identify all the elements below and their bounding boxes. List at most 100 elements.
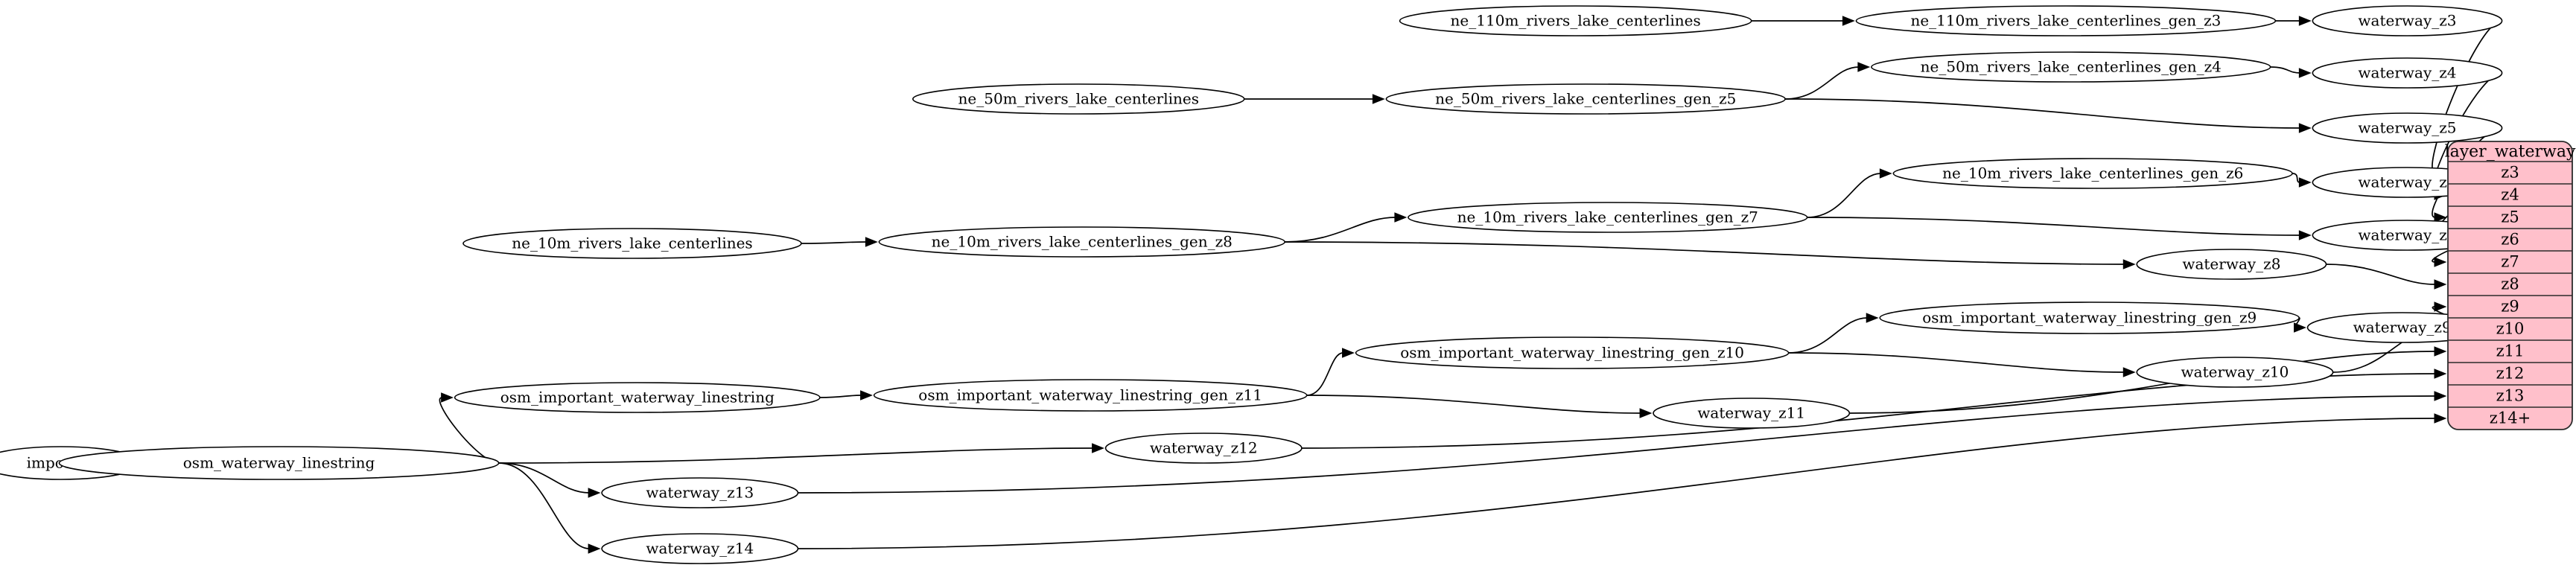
node-ellipse (2312, 112, 2503, 144)
edge-osm_important_waterway_linestring_gen_z10-to-osm_important_waterway_linestring_gen_z9 (1788, 317, 1868, 354)
edge-osm_important_waterway_linestring_gen_z11-to-osm_important_waterway_linestring_gen_z10 (1306, 352, 1343, 396)
edge-waterway_z8-to-layer_waterway-z8 (2326, 264, 2436, 285)
edge-ne_50m_rivers_lake_centerlines_gen_z5-to-ne_50m_rivers_lake_centerlines_gen_z4 (1785, 66, 1859, 100)
node-label-ne_10m_rivers_lake_centerlines_gen_z7: ne_10m_rivers_lake_centerlines_gen_z7 (1457, 208, 1758, 226)
edge-arrowhead (1372, 94, 1385, 104)
graph-node-osm_important_waterway_linestring[interactable]: osm_important_waterway_linestring (454, 382, 821, 413)
graph-node-ne_50m_rivers_lake_centerlines[interactable]: ne_50m_rivers_lake_centerlines (912, 83, 1245, 115)
record-title: layer_waterway (2445, 143, 2576, 162)
node-ellipse (1399, 5, 1752, 36)
record-row-z10[interactable]: z10 (2496, 320, 2525, 338)
graph-node-ne_10m_rivers_lake_centerlines_gen_z7[interactable]: ne_10m_rivers_lake_centerlines_gen_z7 (1408, 202, 1808, 233)
node-ellipse (601, 533, 799, 564)
edge-osm_important_waterway_linestring_gen_z10-to-waterway_z10 (1788, 352, 2125, 373)
graph-node-ne_10m_rivers_lake_centerlines_gen_z6[interactable]: ne_10m_rivers_lake_centerlines_gen_z6 (1892, 158, 2293, 189)
node-label-waterway_z4: waterway_z4 (2358, 64, 2456, 82)
edge-arrowhead (1342, 348, 1355, 358)
record-row-z7[interactable]: z7 (2501, 253, 2519, 271)
graph-node-waterway_z12[interactable]: waterway_z12 (1104, 433, 1303, 464)
edge-ne_10m_rivers_lake_centerlines_gen_z7-to-ne_10m_rivers_lake_centerlines_gen_z6 (1807, 173, 1881, 218)
node-label-ne_10m_rivers_lake_centerlines_gen_z6: ne_10m_rivers_lake_centerlines_gen_z6 (1942, 165, 2243, 182)
edge-osm_waterway_linestring-to-waterway_z13 (498, 462, 590, 494)
edge-ne_10m_rivers_lake_centerlines_gen_z6-to-waterway_z6 (2292, 173, 2300, 183)
node-label-waterway_z12: waterway_z12 (1150, 439, 1258, 457)
node-ellipse (2136, 357, 2334, 388)
record-row-z3[interactable]: z3 (2501, 164, 2519, 182)
record-row-z5[interactable]: z5 (2501, 208, 2519, 226)
edge-arrowhead (1394, 212, 1408, 223)
edge-arrowhead (1639, 408, 1653, 418)
edge-arrowhead (865, 237, 878, 247)
graph-node-waterway_z5[interactable]: waterway_z5 (2312, 112, 2503, 144)
record-node-outline (2447, 141, 2573, 430)
edge-arrowhead (2434, 279, 2447, 290)
edge-arrowhead (2298, 123, 2312, 133)
record-row-z13[interactable]: z13 (2496, 387, 2525, 405)
edge-ne_10m_rivers_lake_centerlines_gen_z8-to-waterway_z8 (1285, 241, 2125, 265)
record-row-z6[interactable]: z6 (2501, 231, 2519, 249)
edge-waterway_z14-to-layer_waterway-z14+ (798, 418, 2436, 549)
node-label-waterway_z6: waterway_z6 (2358, 173, 2456, 191)
edge-arrowhead (1866, 313, 1879, 323)
node-ellipse (1871, 51, 2271, 83)
edge-ne_10m_rivers_lake_centerlines_gen_z7-to-waterway_z7 (1807, 217, 2300, 236)
graph-node-ne_50m_rivers_lake_centerlines_gen_z5[interactable]: ne_50m_rivers_lake_centerlines_gen_z5 (1385, 83, 1786, 115)
record-row-z11[interactable]: z11 (2496, 342, 2525, 360)
graph-node-osm_waterway_linestring[interactable]: osm_waterway_linestring (58, 446, 500, 480)
edge-arrowhead (2298, 177, 2312, 188)
graph-node-waterway_z4[interactable]: waterway_z4 (2312, 57, 2503, 89)
record-row-z9[interactable]: z9 (2501, 298, 2519, 316)
node-label-osm_waterway_linestring: osm_waterway_linestring (183, 454, 375, 472)
record-row-z8[interactable]: z8 (2501, 275, 2519, 293)
edge-osm_important_waterway_linestring_gen_z11-to-waterway_z11 (1306, 395, 1641, 414)
graph-node-waterway_z11[interactable]: waterway_z11 (1653, 398, 1851, 429)
node-label-osm_important_waterway_linestring_gen_z11: osm_important_waterway_linestring_gen_z1… (918, 386, 1262, 404)
node-label-waterway_z14: waterway_z14 (646, 540, 754, 558)
edge-arrowhead (2122, 367, 2136, 377)
graph-node-waterway_z14[interactable]: waterway_z14 (601, 533, 799, 564)
node-label-osm_important_waterway_linestring: osm_important_waterway_linestring (500, 389, 775, 406)
edge-waterway_z11-to-layer_waterway-z11 (1849, 351, 2436, 414)
graph-node-ne_10m_rivers_lake_centerlines_gen_z8[interactable]: ne_10m_rivers_lake_centerlines_gen_z8 (878, 226, 1286, 258)
record-row-z14+[interactable]: z14+ (2490, 409, 2531, 427)
graph-node-osm_important_waterway_linestring_gen_z9[interactable]: osm_important_waterway_linestring_gen_z9 (1879, 301, 2300, 334)
graph-node-osm_important_waterway_linestring_gen_z11[interactable]: osm_important_waterway_linestring_gen_z1… (873, 379, 1308, 412)
edge-osm_waterway_linestring-to-waterway_z14 (498, 462, 590, 549)
node-label-waterway_z13: waterway_z13 (646, 484, 754, 502)
edge-waterway_z13-to-layer_waterway-z13 (798, 395, 2436, 494)
node-ellipse (1408, 202, 1808, 233)
nodes-layer: imposm3osm_waterway_linestringosm_import… (0, 5, 2503, 564)
edge-arrowhead (1857, 62, 1871, 72)
node-ellipse (601, 477, 799, 508)
node-label-waterway_z3: waterway_z3 (2358, 12, 2456, 30)
graph-node-ne_10m_rivers_lake_centerlines[interactable]: ne_10m_rivers_lake_centerlines (462, 228, 802, 259)
record-node-layer-waterway[interactable]: layer_waterway z3 z4 z5 z6 z7 z8 z9 z10 z11 z12 z13… (2445, 141, 2576, 430)
record-row-z4[interactable]: z4 (2501, 186, 2519, 204)
edge-arrowhead (2298, 16, 2312, 26)
graph-node-waterway_z13[interactable]: waterway_z13 (601, 477, 799, 508)
edge-arrowhead (2294, 322, 2306, 333)
edge-arrowhead (1879, 168, 1892, 179)
node-ellipse (912, 83, 1245, 115)
graph-node-osm_important_waterway_linestring_gen_z10[interactable]: osm_important_waterway_linestring_gen_z1… (1355, 336, 1790, 369)
graph-node-waterway_z3[interactable]: waterway_z3 (2312, 5, 2503, 36)
node-label-ne_10m_rivers_lake_centerlines: ne_10m_rivers_lake_centerlines (512, 234, 752, 252)
edge-arrowhead (2122, 259, 2136, 269)
graph-node-ne_110m_rivers_lake_centerlines[interactable]: ne_110m_rivers_lake_centerlines (1399, 5, 1752, 36)
node-ellipse (878, 226, 1286, 258)
graph-node-waterway_z8[interactable]: waterway_z8 (2136, 249, 2327, 280)
record-row-z12[interactable]: z12 (2496, 365, 2525, 383)
edge-ne_50m_rivers_lake_centerlines_gen_z4-to-waterway_z4 (2270, 66, 2300, 74)
graph-node-ne_50m_rivers_lake_centerlines_gen_z4[interactable]: ne_50m_rivers_lake_centerlines_gen_z4 (1871, 51, 2271, 83)
edge-arrowhead (2298, 68, 2312, 78)
node-label-waterway_z8: waterway_z8 (2182, 255, 2280, 273)
edge-arrowhead (2434, 301, 2447, 312)
node-ellipse (1355, 336, 1790, 369)
graph-node-waterway_z10[interactable]: waterway_z10 (2136, 357, 2334, 388)
edge-ne_10m_rivers_lake_centerlines-to-ne_10m_rivers_lake_centerlines_gen_z8 (801, 241, 867, 244)
graph-node-ne_110m_rivers_lake_centerlines_gen_z3[interactable]: ne_110m_rivers_lake_centerlines_gen_z3 (1855, 5, 2277, 36)
node-ellipse (1892, 158, 2293, 189)
node-label-ne_110m_rivers_lake_centerlines: ne_110m_rivers_lake_centerlines (1451, 12, 1701, 30)
node-ellipse (454, 382, 821, 413)
